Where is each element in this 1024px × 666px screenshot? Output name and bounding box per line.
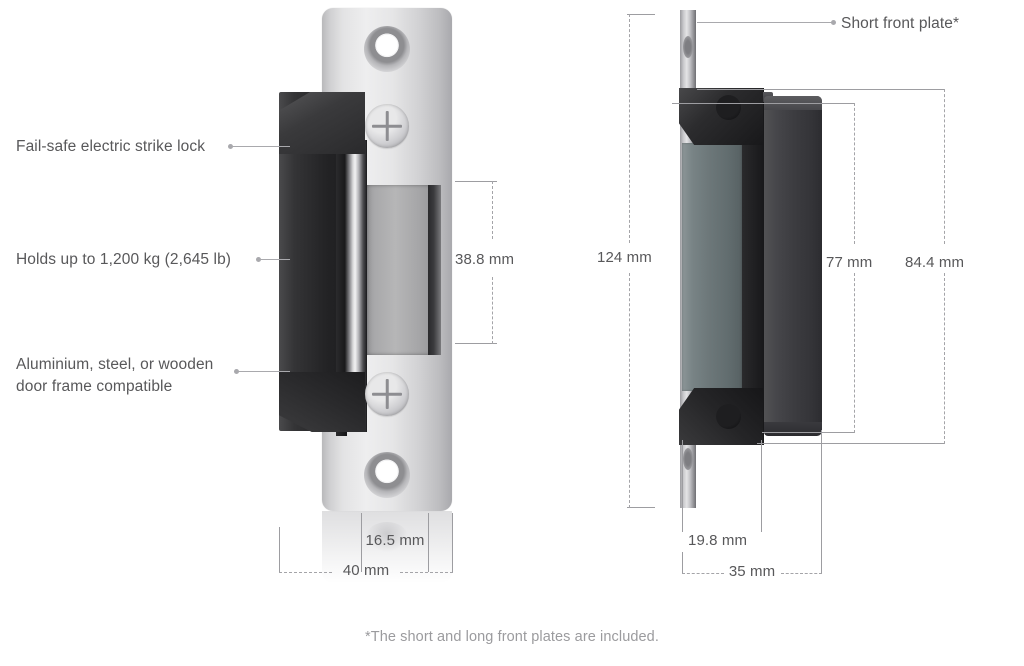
dim-35-line-left [682, 573, 724, 574]
callout-frame-leader [238, 371, 290, 372]
strike-cavity-edge [428, 185, 441, 355]
dim-77-label: 77 mm [826, 254, 873, 271]
dim-38-8-line-lower [492, 277, 493, 344]
side-boss-bottom [716, 404, 741, 429]
phillips-screw-top [365, 104, 409, 148]
dim-19-8-leader-right [761, 440, 762, 532]
side-lock-body [764, 96, 822, 434]
strike-bar [345, 140, 367, 432]
side-view-illustration [679, 10, 822, 508]
strike-bar-shadow [336, 140, 347, 436]
reflection-hole [366, 522, 408, 552]
side-centre-panel [682, 143, 742, 391]
dim-35-line-right [781, 573, 822, 574]
callout-front-plate-label: Short front plate* [841, 15, 960, 32]
dim-38-8-line-upper [492, 181, 493, 239]
dim-124-line-lower [629, 273, 630, 508]
dim-124-label: 124 mm [597, 249, 652, 266]
dim-40-line-right [400, 572, 453, 573]
callout-front-plate-leader [697, 22, 833, 23]
dim-77-leader-top [672, 103, 855, 104]
dim-124-tick-bottom [627, 507, 655, 508]
dim-40-line-left [279, 572, 332, 573]
callout-frame-label: Aluminium, steel, or wooden door frame c… [16, 356, 214, 395]
housing-bottom-bevel [279, 372, 365, 432]
dim-40-tick-left [279, 527, 280, 573]
callout-holding-dot [256, 257, 261, 262]
dim-124-tick-top [627, 14, 655, 15]
dim-19-8-label: 19.8 mm [688, 532, 748, 549]
footnote-text: *The short and long front plates are inc… [365, 629, 659, 645]
front-plate-hole-bottom [683, 448, 693, 470]
phillips-screw-bottom [365, 372, 409, 416]
dim-38-8-tick-top [455, 181, 497, 182]
mounting-hole-top [364, 26, 410, 72]
dim-16-5-leader-left [361, 513, 362, 572]
side-body-foot [764, 422, 822, 436]
mounting-hole-bottom [364, 452, 410, 498]
dim-77-leader-bottom [762, 432, 855, 433]
dim-77-line-upper [854, 103, 855, 244]
faceplate-reflection [322, 511, 452, 583]
dim-35-tick-right [821, 430, 822, 574]
dim-40-label: 40 mm [342, 562, 390, 579]
dim-19-8-leader-left [682, 440, 683, 532]
callout-fail-safe-label: Fail-safe electric strike lock [16, 138, 206, 155]
callout-front-plate-dot [831, 20, 836, 25]
housing-top-bevel [279, 92, 365, 154]
side-boss-top [716, 95, 741, 120]
dim-84-4-leader-top [697, 89, 945, 90]
dim-40-tick-right [452, 513, 453, 573]
dim-84-4-line-upper [944, 89, 945, 244]
dim-84-4-line-lower [944, 273, 945, 444]
dim-84-4-leader-bottom [757, 443, 945, 444]
front-view-illustration [0, 0, 520, 600]
dim-38-8-tick-bottom [455, 343, 497, 344]
callout-fail-safe-dot [228, 144, 233, 149]
dim-77-line-lower [854, 273, 855, 433]
callout-holding-label: Holds up to 1,200 kg (2,645 lb) [16, 251, 232, 268]
dim-35-tick-left [682, 552, 683, 574]
dim-16-5-leader-right [428, 513, 429, 572]
dim-124-line-upper [629, 14, 630, 243]
side-spine [742, 88, 764, 445]
callout-holding-leader [260, 259, 290, 260]
callout-fail-safe-leader [232, 146, 290, 147]
dim-84-4-label: 84.4 mm [905, 254, 965, 271]
dim-35-label: 35 mm [728, 563, 776, 580]
callout-frame-dot [234, 369, 239, 374]
dim-38-8-label: 38.8 mm [455, 251, 515, 268]
dim-16-5-label: 16.5 mm [365, 532, 425, 549]
front-plate-hole-top [683, 36, 693, 58]
